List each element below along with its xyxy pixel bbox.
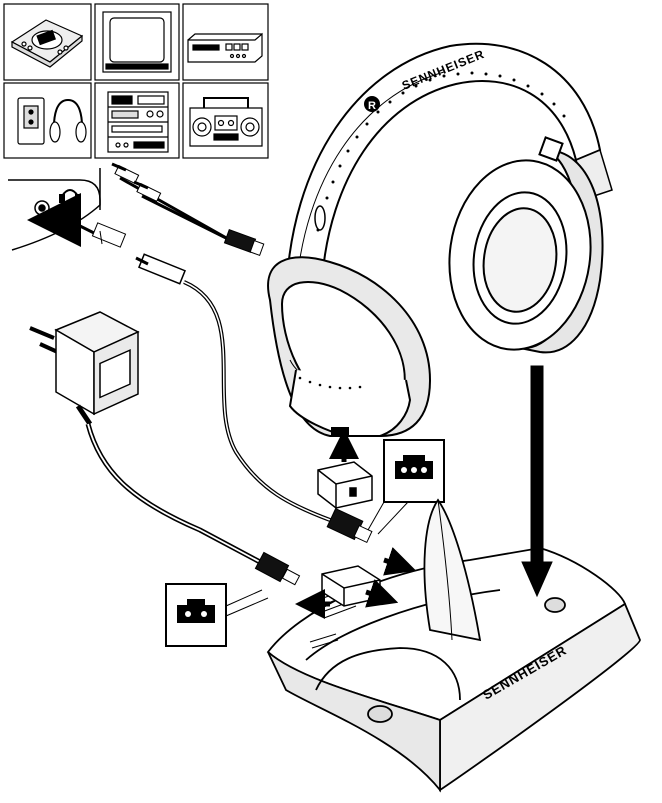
bias-module-top	[317, 429, 373, 509]
jack-panel	[8, 168, 101, 251]
placement-arrow	[521, 365, 553, 598]
ear-cup-right	[448, 136, 604, 354]
bias-module-bottom	[295, 547, 417, 619]
power-cable	[85, 423, 301, 586]
cd-player-icon	[10, 19, 84, 68]
socket-label-power	[165, 583, 269, 647]
right-side-marker	[364, 96, 380, 112]
power-socket-icon	[177, 599, 215, 623]
power-supply	[29, 311, 140, 426]
hifi-system-icon	[107, 91, 169, 153]
headphones: R SENNHEISER	[267, 42, 613, 437]
audio-cable	[135, 253, 373, 544]
right-side-marker-label: R	[368, 100, 376, 112]
ear-cup-left	[267, 256, 432, 437]
socket-label-audio	[367, 439, 445, 535]
y-adapter-cable	[111, 162, 265, 256]
headband-perforation	[316, 71, 566, 232]
transmitter-base: SENNHEISER	[266, 498, 641, 793]
device-cell-walkman	[3, 82, 92, 159]
audio-socket-icon	[395, 455, 433, 479]
cd-deck-icon	[187, 32, 263, 63]
audio-cable-connector	[326, 507, 373, 544]
boombox-icon	[189, 97, 263, 147]
television-icon	[102, 11, 172, 73]
power-cable-connector	[254, 551, 301, 586]
device-grid	[3, 3, 269, 159]
walkman-headphones-icon	[17, 97, 87, 145]
jack-adapter	[79, 222, 127, 248]
